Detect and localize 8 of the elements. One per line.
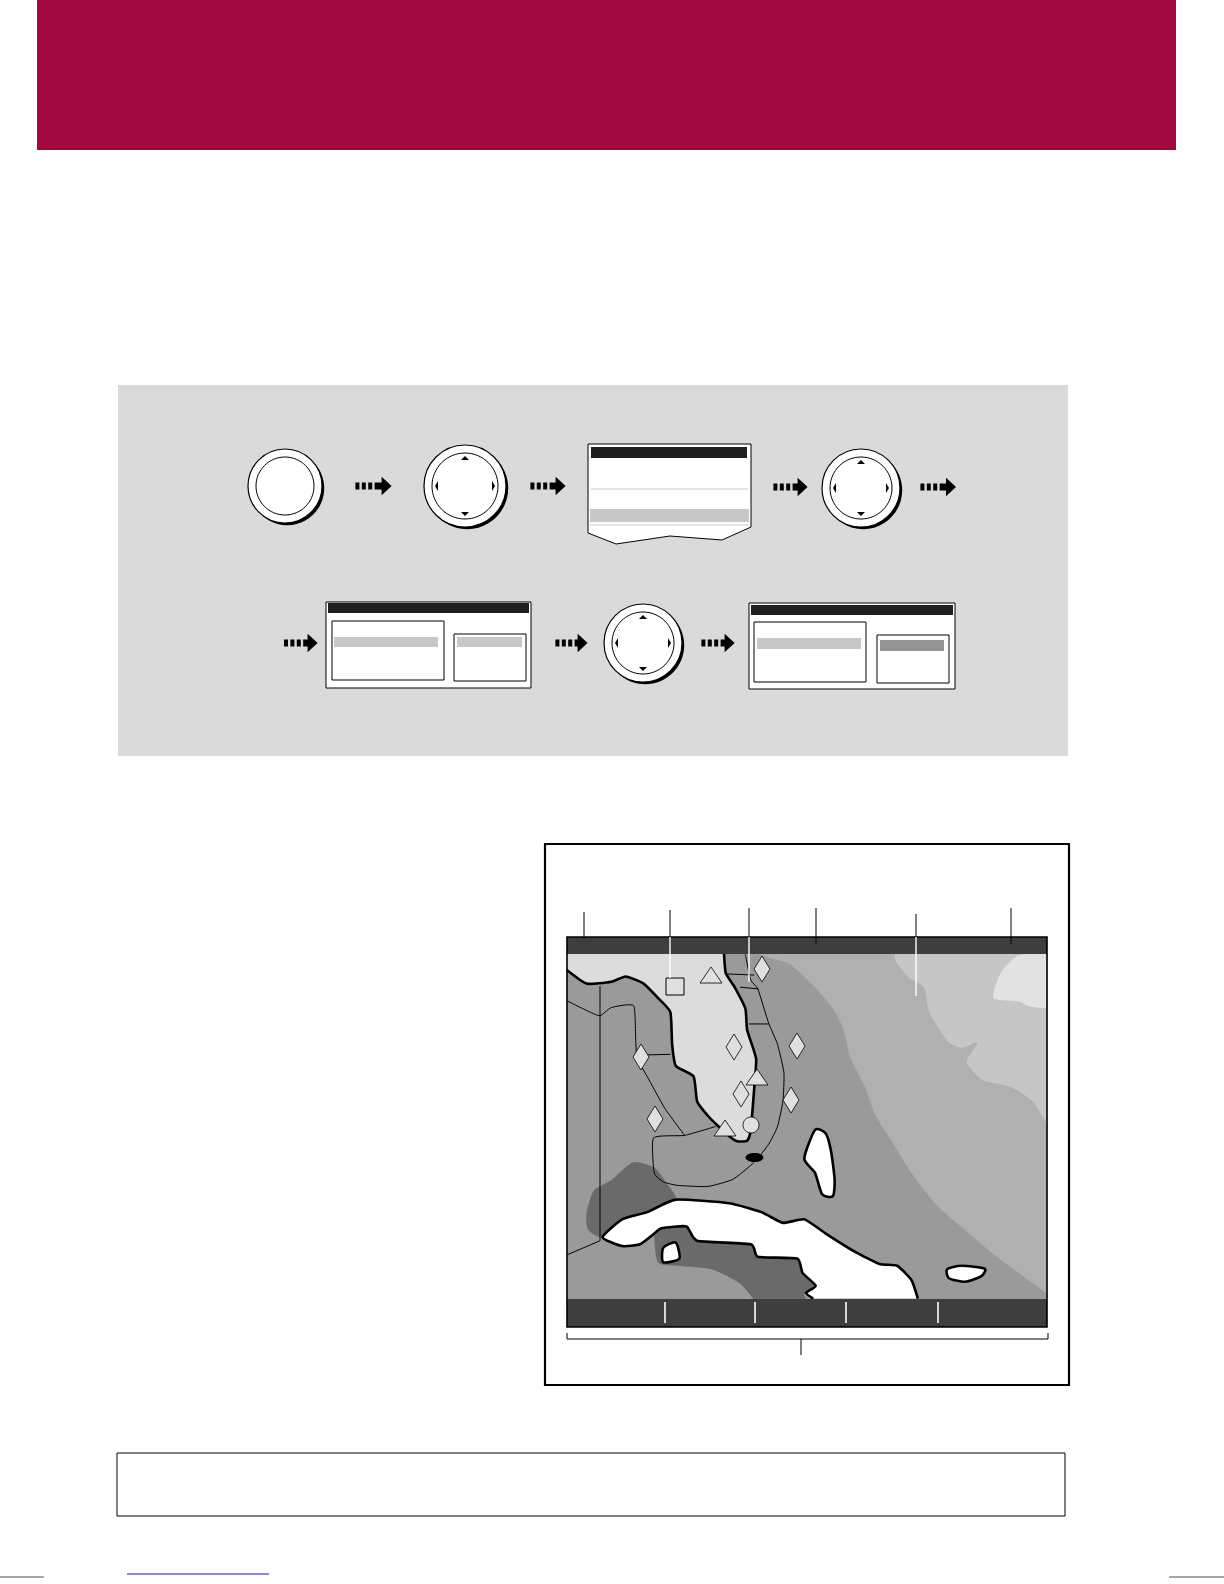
dialog-screen-drawing <box>748 602 956 690</box>
trackpad-drawing <box>821 448 903 530</box>
trackpad-drawing <box>423 444 509 530</box>
note-box <box>116 1452 1066 1517</box>
trackpad-drawing <box>603 603 685 685</box>
round-button <box>247 448 325 526</box>
menu-screen-drawing <box>587 443 752 545</box>
dialog-screen-drawing <box>325 601 532 689</box>
